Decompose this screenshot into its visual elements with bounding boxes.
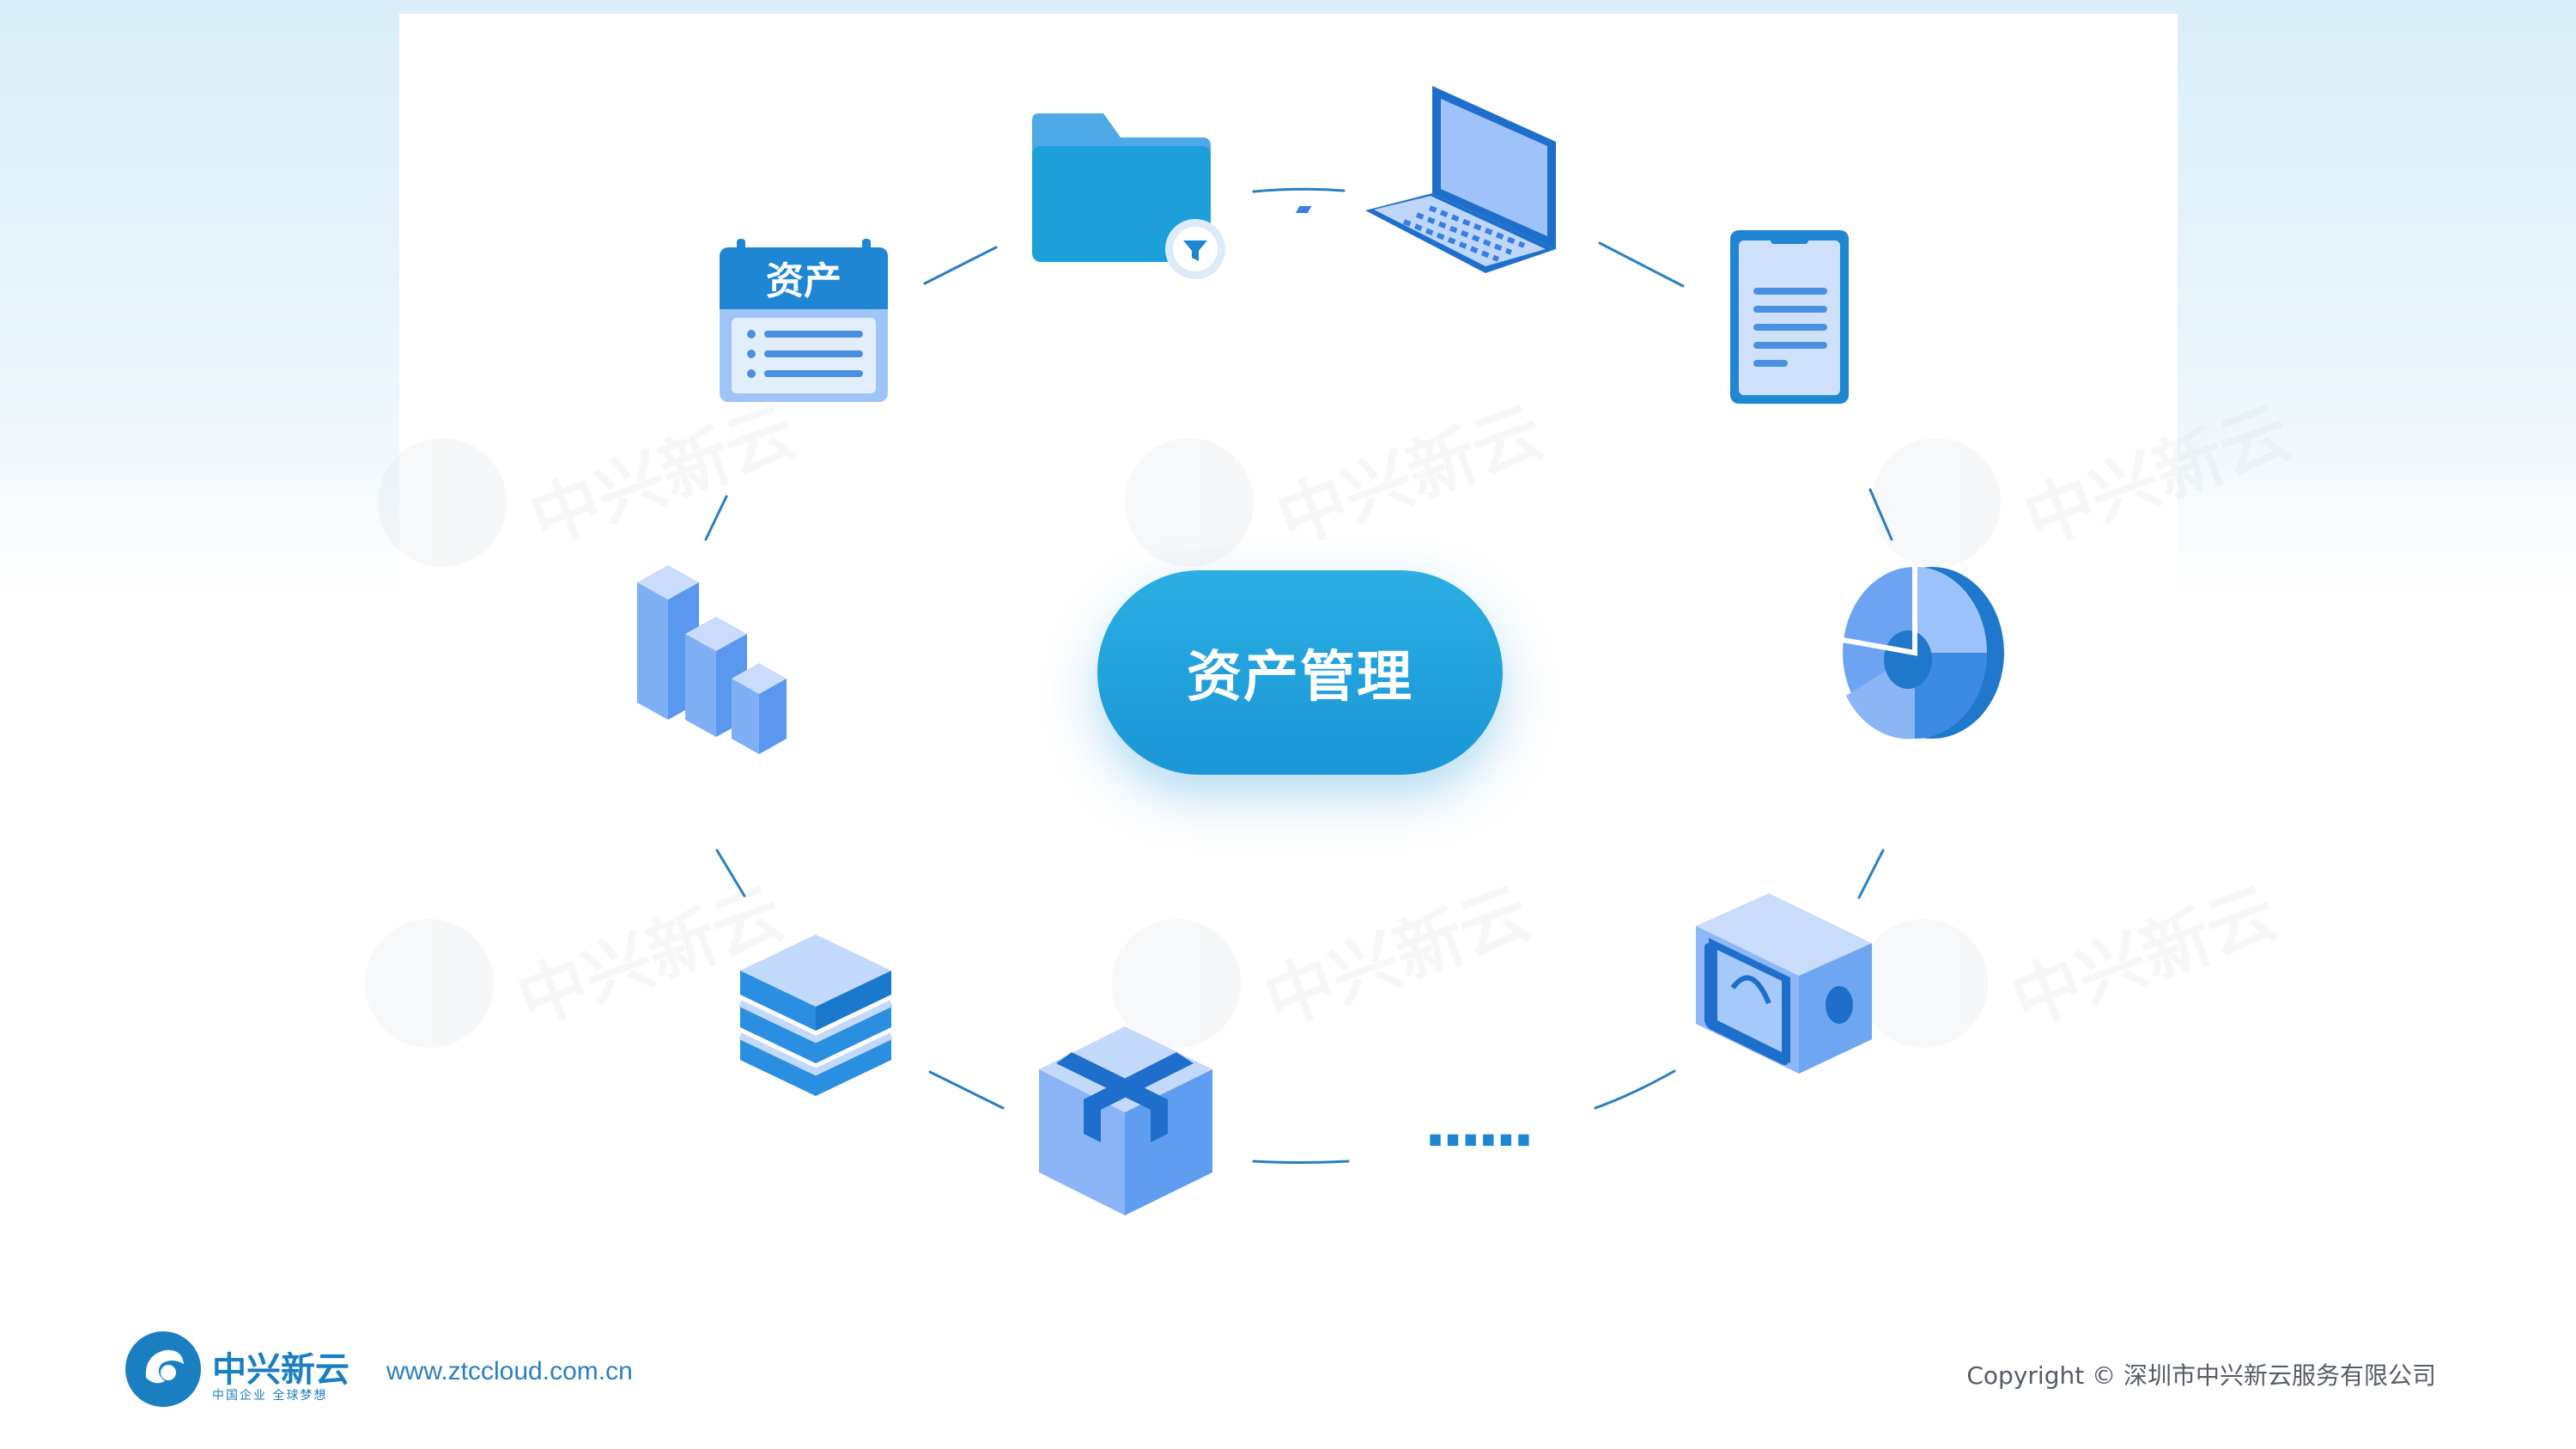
footer-copyright: Copyright © 深圳市中兴新云服务有限公司 (1966, 1361, 2436, 1390)
pie-chart-icon (1842, 567, 2004, 740)
laptop-icon (1295, 86, 1556, 273)
company-logo-icon (125, 1331, 201, 1407)
calendar-label: 资产 (766, 259, 841, 303)
ellipsis-icon: ······ (1424, 1105, 1530, 1176)
calendar-icon: 资产 (720, 239, 888, 402)
center-asset-management-node: 资产管理 (1097, 570, 1503, 775)
bar-chart-3d-icon (637, 565, 787, 754)
footer-brand: 中兴新云 (212, 1350, 349, 1390)
database-stack-icon (738, 935, 893, 1096)
footer-website-link[interactable]: www.ztccloud.com.cn (386, 1357, 633, 1385)
ring-connectors (704, 187, 1893, 1164)
tablet-document-icon (1730, 230, 1849, 404)
center-label: 资产管理 (1187, 646, 1413, 709)
folder-filter-icon (1032, 113, 1225, 279)
footer-slogan: 中国企业 全球梦想 (212, 1389, 328, 1403)
package-box-icon (1039, 1026, 1212, 1215)
meter-device-icon (1696, 893, 1872, 1074)
